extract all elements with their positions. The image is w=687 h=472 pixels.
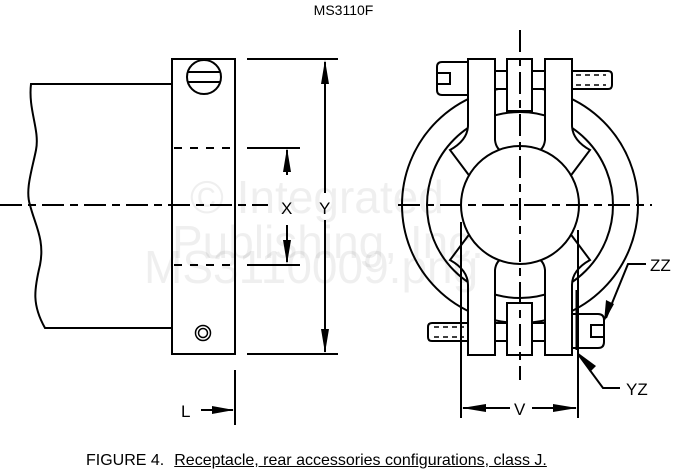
arrowhead-icon	[462, 404, 577, 412]
y-label: Y	[319, 199, 330, 218]
zz-leader	[605, 263, 646, 319]
figure-caption-text: Receptacle, rear accessories configurati…	[174, 452, 547, 469]
arrowhead-icon	[283, 148, 291, 264]
figure-number: FIGURE 4.	[86, 452, 165, 469]
side-view: X Y L	[0, 58, 338, 425]
y-extension-lines	[247, 58, 338, 355]
screw-head-icon	[571, 313, 605, 349]
arrowhead-icon	[212, 406, 234, 414]
arrowhead-icon	[604, 300, 614, 322]
end-view: V ZZ YZ	[398, 30, 671, 419]
watermark-line: Publishing, Inc.	[172, 216, 484, 268]
x-extension-lines	[247, 147, 300, 266]
watermark: © Integrated Publishing, Inc. MS3110009.…	[144, 171, 484, 293]
drawing-title: MS3110F	[313, 2, 374, 18]
arrowhead-icon	[577, 352, 596, 372]
yz-label: YZ	[626, 380, 648, 399]
threaded-end-icon	[571, 70, 613, 90]
v-label: V	[514, 400, 526, 419]
hidden-line	[174, 147, 232, 266]
clamp-body	[171, 58, 236, 355]
watermark-line: © Integrated	[190, 171, 444, 223]
screw-head-icon	[436, 61, 469, 96]
rivet-icon	[194, 324, 212, 342]
zz-label: ZZ	[650, 256, 671, 275]
x-label: X	[281, 199, 292, 218]
watermark-line: MS3110009.png	[144, 241, 478, 293]
slotted-screw-icon	[186, 59, 222, 95]
figure-caption: FIGURE 4. Receptacle, rear accessories co…	[86, 452, 547, 470]
l-label: L	[181, 402, 190, 421]
